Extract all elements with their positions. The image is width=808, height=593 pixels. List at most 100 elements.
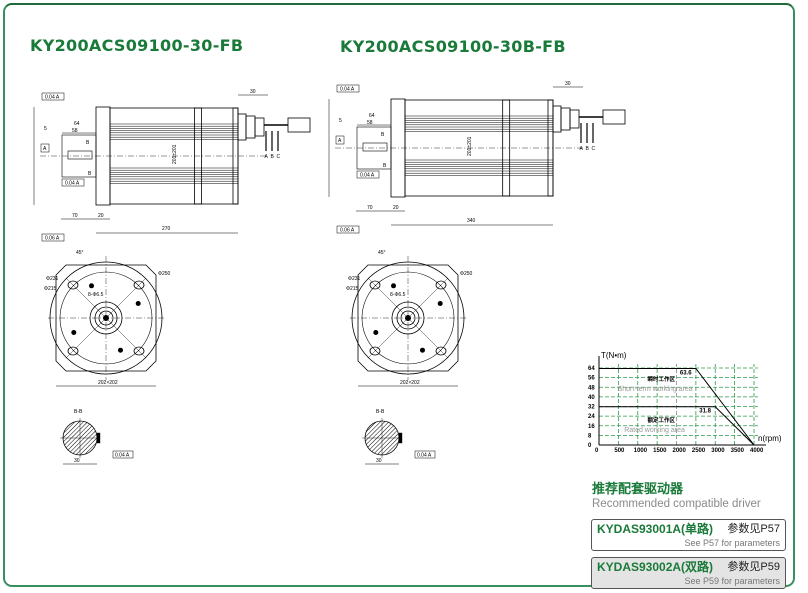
- torque-value-label: 63.6: [680, 370, 692, 376]
- x-tick-label: 2500: [692, 448, 706, 454]
- tolerance-label: 0.06 A: [340, 228, 355, 234]
- torque-curve-0: [599, 367, 755, 446]
- phase-label: C: [592, 146, 596, 152]
- model-title-right: KY200ACS09100-30B-FB: [340, 37, 566, 56]
- x-tick-label: 1500: [653, 448, 667, 454]
- phase-label: B: [586, 146, 590, 152]
- flange-square: [357, 264, 459, 372]
- signal-plug: [602, 109, 626, 125]
- tolerance-frame: [41, 92, 65, 101]
- phase-label: C: [277, 154, 281, 160]
- tolerance-label: 0.06 A: [45, 236, 60, 242]
- y-tick-label: 24: [588, 414, 595, 420]
- key-section: [96, 432, 101, 444]
- mount-hole: [67, 280, 79, 290]
- dim-58-label: 58: [72, 128, 78, 134]
- screw-hole: [373, 329, 379, 335]
- tolerance-label: 0.04 A: [340, 87, 355, 93]
- dim-body-label: 201±201: [172, 144, 178, 164]
- tolerance-frame: [336, 225, 360, 234]
- x-tick-label: 500: [614, 448, 625, 454]
- section-mark: B: [86, 140, 90, 146]
- dim-body-label: 201±201: [467, 136, 473, 156]
- screw-hole: [135, 301, 141, 307]
- y-tick-label: 0: [588, 443, 592, 449]
- screw-hole: [117, 347, 123, 353]
- y-tick-label: 64: [588, 366, 595, 372]
- mount-hole: [369, 280, 381, 290]
- mount-hole: [67, 346, 79, 356]
- y-axis-label: T(N•m): [601, 351, 627, 360]
- dim-angle: 45°: [378, 250, 386, 256]
- phase-label: A: [580, 146, 584, 152]
- connector-nut: [254, 117, 265, 137]
- region-label-cn: 额定工作区: [647, 416, 675, 424]
- driver-ref: 参数见P57: [727, 523, 780, 535]
- x-tick-label: 2000: [673, 448, 687, 454]
- dim-64-label: 64: [369, 113, 375, 119]
- section-mark: B: [88, 171, 92, 177]
- section-title: B-B: [74, 409, 83, 415]
- tolerance-label: 0.04 A: [417, 453, 432, 459]
- dim-phi231: Φ231: [46, 276, 59, 282]
- driver-card-2[interactable]: KYDAS93002A(双路) 参数见P59 See P59 for param…: [591, 557, 786, 589]
- dim-5-label: 5: [339, 118, 342, 124]
- tolerance-frame: [41, 233, 65, 242]
- flange-square: [55, 264, 157, 372]
- mount-hole: [133, 346, 145, 356]
- y-tick-label: 8: [588, 433, 592, 439]
- driver-card-1[interactable]: KYDAS93001A(单路) 参数见P57 See P57 for param…: [591, 519, 786, 551]
- section-mark: B: [383, 163, 387, 169]
- y-tick-label: 32: [588, 405, 595, 411]
- x-tick-label: 4000: [750, 448, 764, 454]
- driver-model: KYDAS93002A(双路): [597, 560, 714, 574]
- region-label-en: Rated working area: [624, 427, 685, 434]
- region-label-en: Short-term working area: [618, 386, 693, 393]
- recommend-title-en: Recommended compatible driver: [592, 498, 761, 510]
- mount-hole: [133, 280, 145, 290]
- dim-58-label: 58: [367, 120, 373, 126]
- driver-ref: 参数见P59: [727, 561, 780, 573]
- page-frame: [3, 3, 795, 587]
- x-tick-label: 0: [595, 448, 599, 454]
- tolerance-label: 0.04 A: [360, 173, 375, 179]
- tolerance-frame: [356, 170, 380, 179]
- tolerance-label: 0.04 A: [65, 181, 80, 187]
- datum-label: A: [338, 138, 342, 144]
- dim-length-label: 340: [467, 218, 476, 224]
- dim-holes: 8-Φ6.5: [390, 292, 406, 298]
- screw-hole: [71, 329, 77, 335]
- torque-value-label: 31.8: [699, 409, 711, 415]
- dim-section-label: 30: [74, 458, 80, 464]
- section-mark: B: [381, 132, 385, 138]
- dim-20-label: 20: [98, 213, 104, 219]
- dim-square-label: 202×202: [98, 380, 118, 386]
- y-tick-label: 48: [588, 385, 595, 391]
- model-title-left: KY200ACS09100-30-FB: [30, 36, 244, 55]
- connector-nut: [569, 109, 580, 129]
- screw-hole: [391, 283, 397, 289]
- y-tick-label: 16: [588, 424, 595, 430]
- y-tick-label: 56: [588, 376, 595, 382]
- tolerance-frame: [112, 450, 134, 459]
- dim-section-label: 30: [376, 458, 382, 464]
- dim-conn-label: 30: [565, 81, 571, 87]
- phase-label: A: [265, 154, 269, 160]
- dim-5-label: 5: [44, 126, 47, 132]
- mount-hole: [369, 346, 381, 356]
- phase-label: B: [271, 154, 275, 160]
- x-tick-label: 1000: [634, 448, 648, 454]
- datum-label: A: [43, 146, 47, 152]
- dim-phi215: Φ215: [44, 286, 57, 292]
- connector-nut: [560, 107, 571, 131]
- signal-plug: [287, 117, 311, 133]
- key-slot: [67, 150, 93, 160]
- datum-box: [40, 143, 50, 153]
- driver-note: See P57 for parameters: [684, 538, 780, 548]
- diag-line: [367, 277, 449, 359]
- dim-20-label: 20: [393, 205, 399, 211]
- x-axis-label: n(rpm): [758, 434, 782, 443]
- dim-phi215: Φ215: [346, 286, 359, 292]
- key-slot: [362, 142, 388, 152]
